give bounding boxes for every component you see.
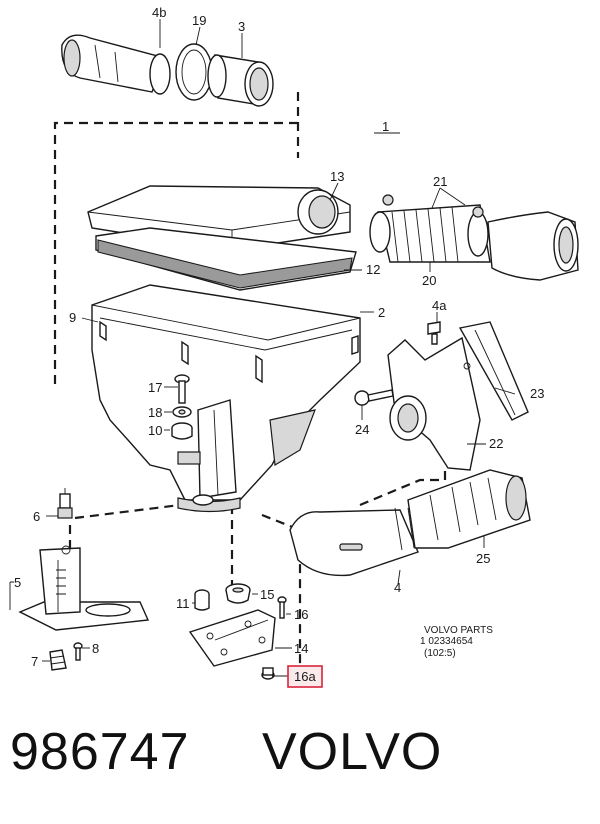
air-hose-4 <box>289 507 419 577</box>
spacer-11 <box>194 589 210 611</box>
part-number: 986747 <box>10 723 190 781</box>
callout-2: 2 <box>378 305 385 320</box>
bracket-22 <box>387 336 481 471</box>
rubber-sleeve-3 <box>207 54 274 107</box>
sealing-ring-19 <box>175 43 213 101</box>
callout-20: 20 <box>422 273 436 288</box>
callout-8: 8 <box>92 641 99 656</box>
brand-name: VOLVO <box>262 723 443 781</box>
callout-10: 10 <box>148 423 162 438</box>
callout-17: 17 <box>148 380 162 395</box>
callout-15: 15 <box>260 587 274 602</box>
callout-21: 21 <box>433 174 447 189</box>
highlighted-callout-16a: 16a <box>287 665 323 688</box>
pipe-25 <box>407 469 531 549</box>
screw-8 <box>73 642 83 661</box>
washer-18 <box>172 406 192 418</box>
callout-3: 3 <box>238 19 245 34</box>
callout-25: 25 <box>476 551 490 566</box>
callout-9: 9 <box>69 310 76 325</box>
callout-11: 11 <box>176 596 190 611</box>
callout-5: 5 <box>14 575 21 590</box>
callout-7: 7 <box>31 654 38 669</box>
callout-labels: 4b 19 3 1 13 21 12 20 9 2 4a 17 23 18 24… <box>14 5 544 669</box>
air-cleaner-housing <box>91 284 361 513</box>
screw-16 <box>277 596 287 619</box>
mounting-bracket-14 <box>188 609 276 667</box>
bracket-5 <box>18 545 150 631</box>
bushing-10 <box>171 422 193 440</box>
callout-13: 13 <box>330 169 344 184</box>
sensor-6 <box>57 488 73 519</box>
exploded-parts-diagram: 4b 19 3 1 13 21 12 20 9 2 4a 17 23 18 24… <box>9 5 579 688</box>
stamp-line-2: 1 02334654 <box>420 636 473 647</box>
callout-18: 18 <box>148 405 162 420</box>
nut-7 <box>49 649 67 671</box>
callout-24: 24 <box>355 422 369 437</box>
callout-14: 14 <box>294 641 308 656</box>
callout-12: 12 <box>366 262 380 277</box>
leader-lines <box>9 19 516 677</box>
callout-16: 16 <box>294 607 308 622</box>
plate-23 <box>458 321 529 421</box>
stamp-line-3: (102:5) <box>424 648 456 659</box>
bolt-24 <box>354 389 394 406</box>
callout-1: 1 <box>382 119 389 134</box>
parts-stamp: VOLVO PARTS 1 02334654 (102:5) <box>420 625 493 659</box>
intake-tube-4b <box>61 34 171 95</box>
callout-16a: 16a <box>294 669 316 684</box>
callout-23: 23 <box>530 386 544 401</box>
rubber-mount-15 <box>225 583 251 604</box>
stamp-line-1: VOLVO PARTS <box>424 625 493 636</box>
intake-duct <box>487 211 579 281</box>
callout-4b: 4b <box>152 5 166 20</box>
screw-4a <box>427 321 441 345</box>
callout-6: 6 <box>33 509 40 524</box>
callout-22: 22 <box>489 436 503 451</box>
bolt-17 <box>174 374 190 404</box>
assembly-guide-lines <box>53 92 447 665</box>
nut-16a <box>261 667 275 680</box>
callout-19: 19 <box>192 13 206 28</box>
callout-4a: 4a <box>432 298 447 313</box>
callout-4: 4 <box>394 580 401 595</box>
bellows-hose-20 <box>369 194 491 263</box>
